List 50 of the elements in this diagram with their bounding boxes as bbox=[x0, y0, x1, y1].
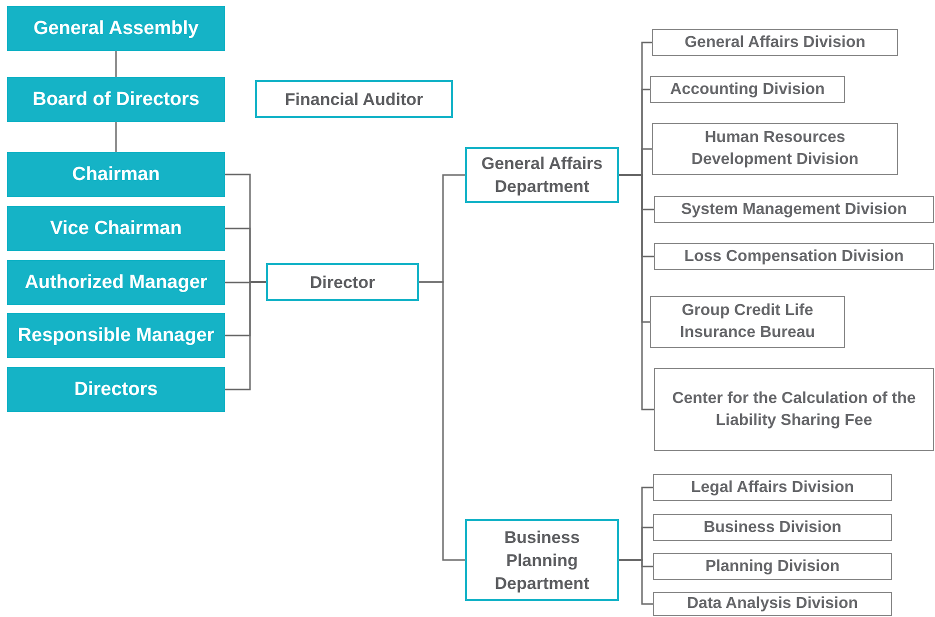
box-label: Business Planning Department bbox=[494, 526, 590, 594]
org-box bbox=[7, 313, 225, 358]
box-label: Financial Auditor bbox=[284, 88, 424, 110]
box-label: General Assembly bbox=[33, 16, 199, 40]
connector-line bbox=[419, 281, 465, 561]
division-box bbox=[654, 196, 934, 223]
box-label: Responsible Manager bbox=[18, 324, 214, 348]
department-box bbox=[465, 519, 619, 601]
org-box bbox=[7, 260, 225, 305]
connector-line bbox=[619, 174, 654, 410]
division-box bbox=[653, 474, 892, 501]
box-label: Authorized Manager bbox=[24, 270, 208, 294]
box-label: Vice Chairman bbox=[50, 216, 182, 240]
box-label: Loss Compensation Division bbox=[684, 246, 904, 266]
division-box bbox=[650, 296, 845, 348]
division-box bbox=[653, 514, 892, 541]
division-box bbox=[650, 76, 845, 103]
division-box bbox=[653, 553, 892, 580]
box-label: Legal Affairs Division bbox=[691, 478, 854, 498]
box-label: Chairman bbox=[72, 162, 160, 186]
box-label: Accounting Division bbox=[670, 80, 825, 100]
org-box bbox=[7, 6, 225, 51]
org-box bbox=[7, 152, 225, 197]
org-box bbox=[7, 367, 225, 412]
box-label: Business Division bbox=[704, 518, 842, 538]
division-box bbox=[654, 243, 934, 270]
box-label: General Affairs Division bbox=[684, 32, 866, 52]
division-box bbox=[654, 368, 934, 451]
connector-line bbox=[115, 122, 117, 152]
box-label: Directors bbox=[74, 378, 158, 402]
box-label: Center for the Calculation of the Liability Sharing Fee bbox=[671, 388, 917, 430]
box-label: Group Credit Life Insurance Bureau bbox=[678, 301, 816, 343]
department-box bbox=[266, 263, 419, 301]
box-label: Board of Directors bbox=[32, 88, 200, 112]
division-box bbox=[652, 123, 898, 175]
box-label: Planning Division bbox=[705, 556, 840, 576]
connector-line bbox=[115, 51, 117, 77]
box-label: Data Analysis Division bbox=[686, 594, 858, 614]
department-box bbox=[255, 80, 453, 118]
box-label: Director bbox=[310, 272, 376, 294]
org-box bbox=[7, 77, 225, 122]
division-box bbox=[653, 592, 892, 616]
connector-line bbox=[225, 281, 266, 390]
org-box bbox=[7, 206, 225, 251]
connector-line bbox=[619, 559, 653, 605]
box-label: Human Resources Development Division bbox=[690, 128, 860, 170]
box-label: System Management Division bbox=[681, 200, 907, 220]
box-label: General Affairs Department bbox=[480, 153, 604, 198]
division-box bbox=[652, 29, 898, 56]
department-box bbox=[465, 147, 619, 203]
